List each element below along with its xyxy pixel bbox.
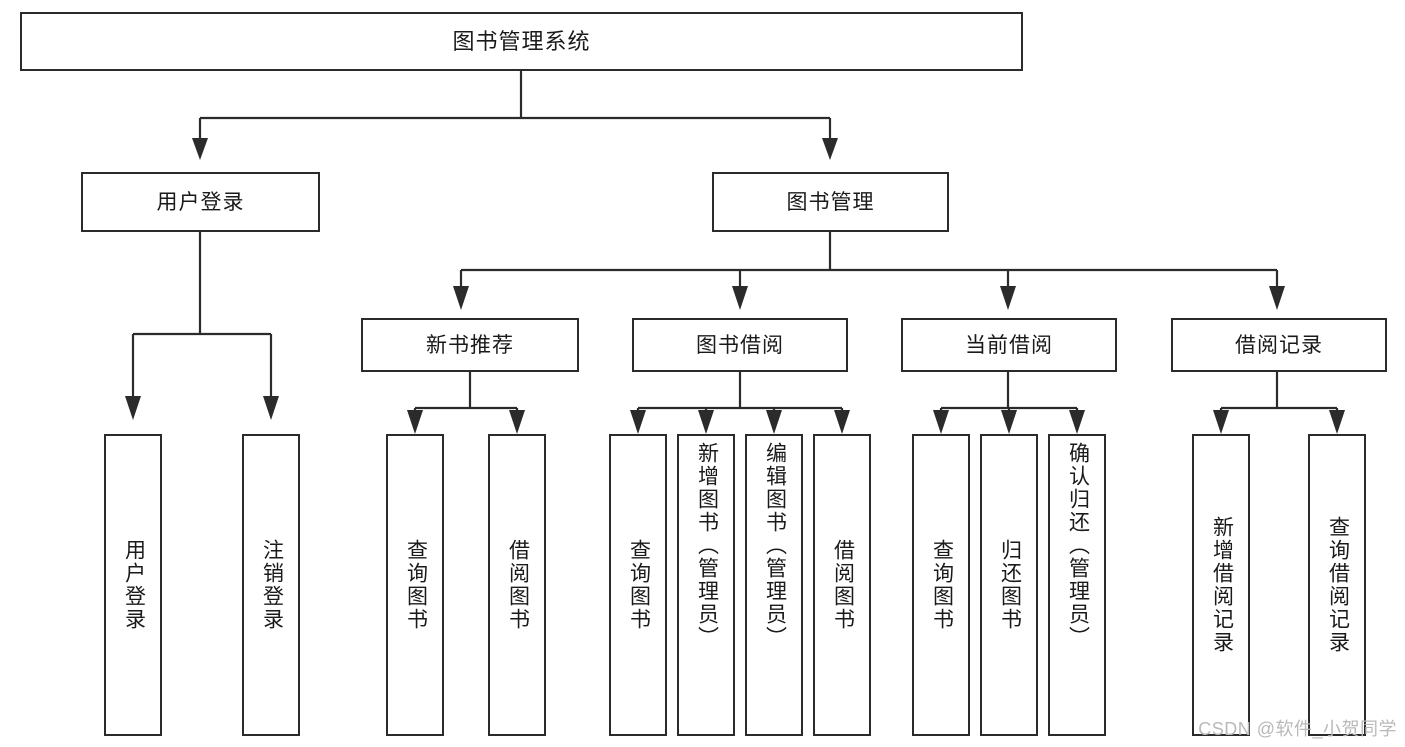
leaf-query-book-1[interactable]: 查询图书 — [386, 434, 444, 736]
node-label: 图书管理系统 — [452, 28, 591, 54]
node-label: 用户登录 — [156, 190, 245, 214]
leaf-label: 查询借阅记录 — [1326, 516, 1350, 654]
node-label: 借阅记录 — [1235, 333, 1323, 357]
leaf-label: 新增借阅记录 — [1210, 516, 1234, 654]
node-user-login[interactable]: 用户登录 — [81, 172, 320, 232]
arrowhead-user-login — [192, 138, 208, 160]
leaf-label: 新增图书（管理员） — [695, 442, 719, 649]
leaf-label: 借阅图书 — [831, 539, 855, 631]
arrowhead-nb-1 — [407, 410, 423, 434]
leaf-borrow-book-2[interactable]: 借阅图书 — [813, 434, 871, 736]
node-borrow-record[interactable]: 借阅记录 — [1171, 318, 1387, 372]
node-book-borrow[interactable]: 图书借阅 — [632, 318, 848, 372]
leaf-label: 用户登录 — [122, 539, 146, 631]
arrowhead-bb-2 — [698, 410, 714, 434]
leaf-query-book-2[interactable]: 查询图书 — [609, 434, 667, 736]
leaf-user-login[interactable]: 用户登录 — [104, 434, 162, 736]
node-label: 图书借阅 — [696, 333, 784, 357]
leaf-return-book[interactable]: 归还图书 — [980, 434, 1038, 736]
leaf-add-record[interactable]: 新增借阅记录 — [1192, 434, 1250, 736]
leaf-borrow-book-1[interactable]: 借阅图书 — [488, 434, 546, 736]
arrowhead-current-borrow — [1000, 286, 1016, 310]
node-book-manage[interactable]: 图书管理 — [712, 172, 949, 232]
node-root-system[interactable]: 图书管理系统 — [20, 12, 1023, 71]
arrowhead-cb-1 — [933, 410, 949, 434]
arrowhead-new-book — [453, 286, 469, 310]
leaf-confirm-return[interactable]: 确认归还（管理员） — [1048, 434, 1106, 736]
leaf-label: 注销登录 — [260, 539, 284, 631]
leaf-label: 借阅图书 — [506, 539, 530, 631]
leaf-logout[interactable]: 注销登录 — [242, 434, 300, 736]
arrowhead-leaf-logout — [263, 396, 279, 420]
leaf-query-record[interactable]: 查询借阅记录 — [1308, 434, 1366, 736]
arrowhead-bb-3 — [766, 410, 782, 434]
arrowhead-book-manage — [822, 138, 838, 160]
arrowhead-cb-3 — [1069, 410, 1085, 434]
arrowhead-book-borrow — [732, 286, 748, 310]
csdn-watermark: CSDN @软件_小贺同学 — [1198, 719, 1397, 739]
leaf-edit-book[interactable]: 编辑图书（管理员） — [745, 434, 803, 736]
node-label: 当前借阅 — [965, 333, 1053, 357]
node-label: 图书管理 — [786, 190, 875, 214]
leaf-label: 确认归还（管理员） — [1066, 442, 1090, 649]
leaf-label: 查询图书 — [627, 539, 651, 631]
leaf-add-book[interactable]: 新增图书（管理员） — [677, 434, 735, 736]
leaf-label: 编辑图书（管理员） — [763, 442, 787, 649]
arrowhead-br-1 — [1213, 410, 1229, 434]
leaf-label: 归还图书 — [998, 539, 1022, 631]
arrowhead-borrow-record — [1269, 286, 1285, 310]
node-new-book-recommend[interactable]: 新书推荐 — [361, 318, 579, 372]
arrowhead-nb-2 — [509, 410, 525, 434]
leaf-label: 查询图书 — [404, 539, 428, 631]
leaf-label: 查询图书 — [930, 539, 954, 631]
arrowhead-br-2 — [1329, 410, 1345, 434]
node-current-borrow[interactable]: 当前借阅 — [901, 318, 1117, 372]
arrowhead-cb-2 — [1001, 410, 1017, 434]
arrowhead-leaf-user-login — [125, 396, 141, 420]
leaf-query-book-3[interactable]: 查询图书 — [912, 434, 970, 736]
arrowhead-bb-4 — [834, 410, 850, 434]
arrowhead-bb-1 — [630, 410, 646, 434]
node-label: 新书推荐 — [426, 333, 514, 357]
